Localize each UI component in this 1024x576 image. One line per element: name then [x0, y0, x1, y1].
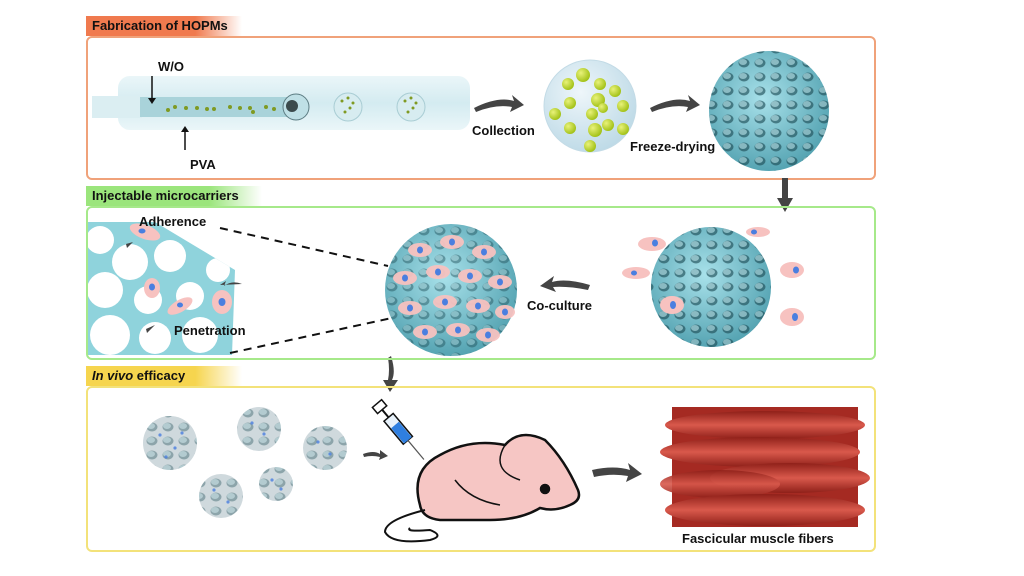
pva-label: PVA [190, 157, 216, 172]
collected-microspheres [543, 59, 637, 153]
injection-arrow [363, 450, 388, 460]
down-arrow-1 [777, 178, 793, 212]
injectable-panel [86, 206, 876, 360]
syringe [371, 398, 425, 460]
muscle-label: Fascicular muscle fibers [682, 531, 834, 546]
wo-label: W/O [158, 59, 184, 74]
invivo-title-rest: efficacy [133, 368, 186, 383]
coculture-label: Co-culture [527, 298, 592, 313]
collection-label: Collection [472, 123, 535, 138]
penetration-label: Penetration [174, 323, 246, 338]
cell-laden-microcarriers-group [143, 407, 347, 518]
cell-laden-microcarrier [385, 224, 517, 356]
invivo-tab: In vivo efficacy [86, 366, 242, 386]
invivo-panel [86, 386, 876, 552]
zoom-line-top [219, 227, 389, 267]
muscle-arrow [592, 463, 642, 482]
down-arrow-2 [383, 356, 398, 392]
freeze-drying-label: Freeze-drying [630, 139, 716, 154]
muscle-fibers-image [660, 407, 870, 527]
freeze-drying-arrow [650, 95, 700, 112]
coculture-arrow [540, 276, 590, 292]
adherence-label: Adherence [139, 214, 207, 229]
invivo-title-italic: In vivo [92, 368, 134, 383]
fabrication-title: Fabrication of HOPMs [92, 18, 228, 33]
mouse [383, 433, 581, 543]
fabrication-tab: Fabrication of HOPMs [86, 16, 242, 36]
scaffold-with-cells [622, 227, 804, 347]
scaffold-cross-section [88, 222, 242, 355]
porous-microsphere [709, 51, 829, 171]
injectable-title: Injectable microcarriers [92, 188, 239, 203]
injectable-tab: Injectable microcarriers [86, 186, 262, 206]
collection-arrow [474, 95, 524, 112]
